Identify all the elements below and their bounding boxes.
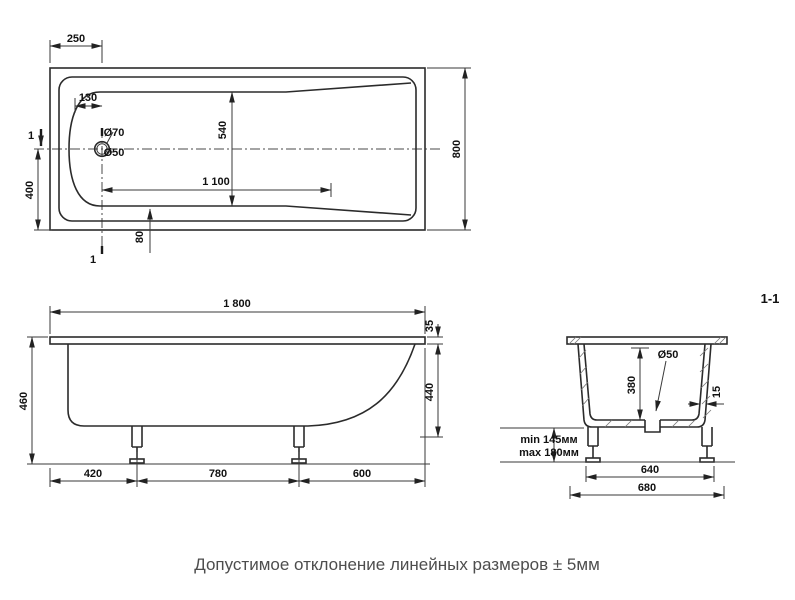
section-drain-label-dia50: Ø50 — [658, 349, 679, 361]
dim-label-1800: 1 800 — [223, 298, 251, 310]
drain-label-dia70: Ø70 — [104, 127, 125, 139]
section-mark-top-label: 1 — [28, 130, 34, 142]
dim-label-250: 250 — [67, 33, 85, 45]
drain-hole-outer — [93, 140, 111, 158]
section-title: 1-1 — [761, 291, 780, 306]
drain-leader-lines — [106, 131, 114, 153]
section-rim-profile — [566, 336, 728, 345]
tub-rim-inner-edge — [58, 76, 417, 222]
dim-label-640: 640 — [641, 464, 659, 476]
dim-label-800: 800 — [451, 140, 463, 158]
drain-label-dia50: Ø50 — [104, 147, 125, 159]
dim-label-680: 680 — [638, 482, 656, 494]
dim-label-400: 400 — [24, 181, 36, 199]
tub-legs — [131, 426, 305, 459]
dim-label-35: 35 — [424, 320, 436, 332]
section-legs — [587, 427, 713, 458]
dim-label-130: 130 — [79, 92, 97, 104]
dim-label-420: 420 — [84, 468, 102, 480]
section-view: 1-1 Ø50 380 15 min 145мм max 180мм 640 6… — [500, 291, 779, 499]
dim-label-540: 540 — [217, 121, 229, 139]
dim-label-80: 80 — [134, 231, 146, 243]
front-view-extension-lines — [27, 306, 443, 487]
section-drain-cup — [644, 420, 661, 433]
tolerance-caption: Допустимое отклонение линейных размеров … — [194, 555, 600, 574]
tub-body-profile — [67, 343, 416, 427]
front-view: 1 800 35 460 440 420 780 600 — [18, 298, 443, 487]
leg-min-label: min 145мм — [520, 434, 577, 446]
tub-rim-profile — [49, 336, 426, 345]
drain-hole-inner — [96, 143, 108, 155]
drain-leader — [655, 360, 667, 412]
dim-label-15: 15 — [711, 386, 723, 398]
section-hatching — [568, 336, 727, 428]
top-view: 250 130 Ø70 Ø50 540 1 100 400 800 80 1 1 — [24, 33, 471, 266]
dim-label-1100: 1 100 — [202, 176, 230, 188]
tub-outer-edge — [49, 67, 426, 231]
section-mark-bottom-label: 1 — [90, 254, 96, 266]
section-inner-wall — [583, 343, 706, 421]
section-outer-wall — [577, 343, 712, 428]
dim-label-380: 380 — [626, 376, 638, 394]
dim-label-460: 460 — [18, 392, 30, 410]
dim-label-440: 440 — [424, 383, 436, 401]
dim-label-780: 780 — [209, 468, 227, 480]
dim-label-600: 600 — [353, 468, 371, 480]
section-leg-foot-left — [585, 457, 601, 463]
leg-max-label: max 180мм — [519, 447, 579, 459]
tub-bowl-outline — [68, 82, 412, 216]
section-leg-foot-right — [699, 457, 715, 463]
section-extension-lines — [500, 347, 725, 499]
